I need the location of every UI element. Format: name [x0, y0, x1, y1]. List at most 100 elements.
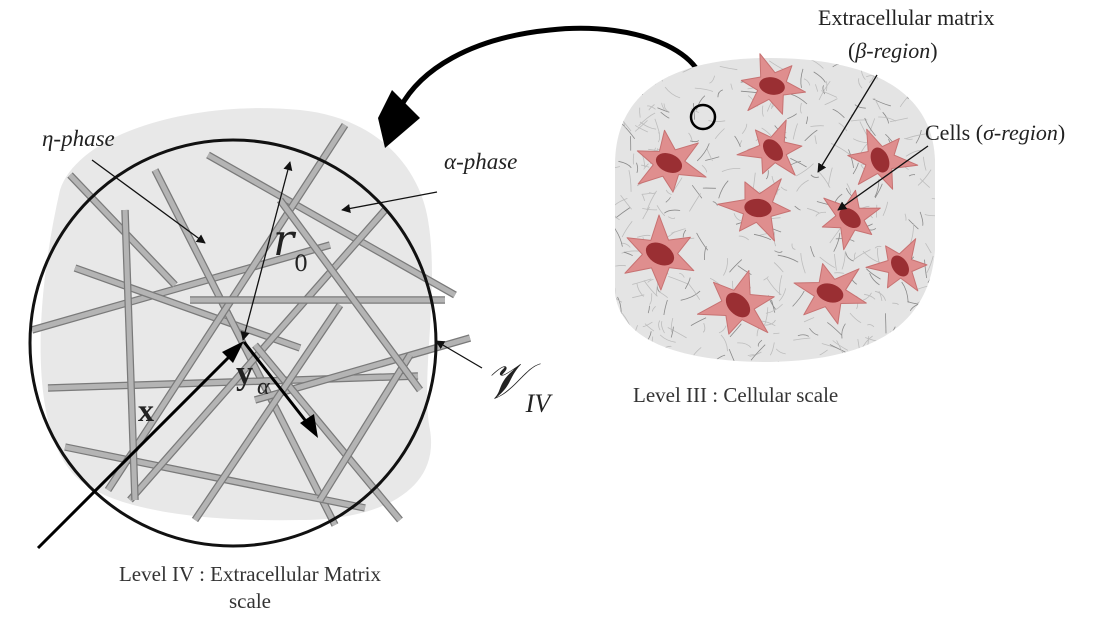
texture-stroke	[660, 68, 663, 82]
texture-stroke	[794, 205, 801, 211]
texture-stroke	[665, 196, 671, 203]
texture-stroke	[636, 90, 643, 96]
texture-stroke	[834, 272, 845, 274]
texture-stroke	[822, 85, 826, 95]
texture-stroke	[632, 278, 652, 285]
cell-nucleus	[870, 147, 890, 173]
texture-stroke	[773, 332, 780, 335]
fiber	[64, 444, 366, 511]
texture-stroke	[852, 249, 871, 261]
texture-stroke	[910, 304, 919, 312]
texture-stroke	[706, 148, 713, 162]
texture-stroke	[693, 347, 702, 356]
texture-stroke	[702, 322, 706, 333]
texture-stroke	[721, 168, 741, 172]
level4-caption-line1: Level IV : Extracellular Matrix	[118, 562, 381, 586]
texture-stroke	[878, 116, 897, 122]
level3-region	[610, 53, 935, 364]
ecm-title: Extracellular matrix	[818, 5, 995, 30]
texture-stroke	[718, 325, 727, 334]
alpha-phase-label: α-phase	[444, 149, 518, 174]
texture-stroke	[618, 116, 625, 121]
texture-stroke	[862, 292, 872, 301]
texture-stroke	[800, 253, 806, 274]
texture-stroke	[908, 174, 916, 177]
texture-stroke	[763, 276, 769, 281]
texture-stroke	[800, 68, 804, 88]
texture-stroke	[696, 95, 706, 111]
texture-stroke	[882, 201, 889, 216]
texture-stroke	[610, 355, 614, 364]
y-alpha-vector	[242, 341, 314, 430]
texture-stroke	[792, 123, 798, 140]
texture-stroke	[634, 120, 648, 132]
texture-stroke	[869, 75, 874, 83]
r0-radius-arrow	[240, 161, 293, 341]
texture-stroke	[813, 71, 826, 83]
texture-stroke	[670, 318, 674, 333]
cell-nucleus	[759, 77, 785, 95]
texture-stroke	[628, 170, 632, 192]
texture-stroke	[611, 240, 614, 249]
texture-stroke	[667, 327, 687, 339]
texture-stroke	[775, 348, 786, 355]
texture-stroke	[642, 208, 658, 211]
texture-stroke	[647, 305, 650, 314]
texture-stroke	[810, 246, 815, 258]
texture-stroke	[646, 190, 657, 211]
texture-stroke	[766, 101, 772, 112]
texture-stroke	[929, 111, 935, 115]
beta-region-label: β-region	[855, 38, 931, 63]
fiber	[152, 168, 338, 527]
cell-group	[624, 53, 928, 335]
texture-stroke	[923, 307, 935, 313]
texture-stroke	[661, 102, 665, 110]
texture-stroke	[769, 342, 775, 356]
texture-stroke	[815, 211, 827, 217]
texture-stroke	[644, 323, 655, 332]
texture-stroke	[890, 117, 908, 123]
texture-stroke	[892, 302, 899, 306]
texture-stroke	[690, 140, 699, 143]
texture-stroke	[819, 349, 828, 356]
cell-nucleus	[891, 255, 909, 277]
texture-stroke	[922, 82, 930, 88]
texture-stroke	[819, 256, 836, 269]
cell-nucleus	[763, 139, 783, 161]
texture-stroke	[885, 347, 891, 362]
fiber	[128, 208, 387, 502]
texture-stroke	[750, 344, 766, 361]
texture-stroke	[880, 356, 903, 361]
texture-stroke	[924, 105, 929, 115]
texture-stroke	[761, 105, 764, 117]
texture-stroke	[718, 180, 729, 199]
texture-stroke	[795, 163, 814, 177]
texture-stroke	[670, 326, 674, 338]
texture-stroke	[778, 288, 787, 302]
texture-stroke	[646, 62, 665, 76]
texture-stroke	[615, 265, 627, 267]
texture-stroke	[661, 73, 670, 77]
cells-label: Cells (σ-region)	[925, 120, 1065, 146]
texture-stroke	[643, 163, 649, 170]
texture-stroke	[615, 207, 631, 219]
texture-stroke	[864, 293, 876, 300]
texture-stroke	[854, 104, 866, 109]
texture-stroke	[709, 75, 716, 84]
texture-stroke	[762, 320, 776, 327]
texture-stroke	[627, 337, 646, 346]
texture-stroke	[753, 233, 772, 241]
texture-stroke	[737, 265, 752, 276]
texture-stroke	[652, 306, 656, 312]
texture-stroke	[717, 89, 723, 98]
texture-stroke	[665, 189, 672, 195]
texture-stroke	[615, 198, 628, 209]
texture-stroke	[648, 104, 655, 111]
cell-nucleus	[645, 242, 675, 266]
texture-stroke	[858, 78, 863, 89]
texture-stroke	[660, 59, 665, 76]
iv-subscript: IV	[525, 389, 551, 418]
cell-nucleus	[839, 207, 861, 229]
texture-stroke	[615, 77, 628, 81]
